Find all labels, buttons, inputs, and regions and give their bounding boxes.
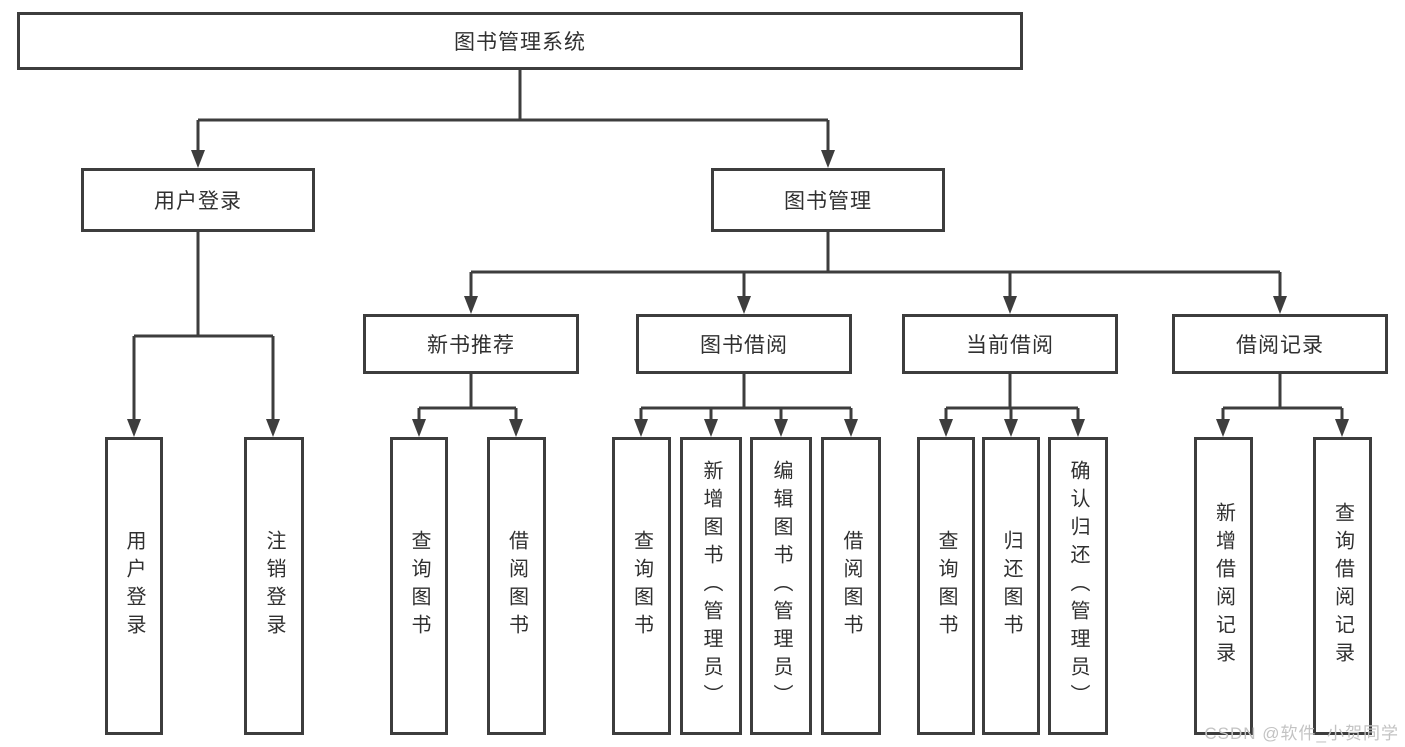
node-label: 图书管理 (784, 190, 872, 213)
csdn-watermark: CSDN @软件_小贺同学 (1204, 724, 1399, 743)
node-book-management: 图书管理 (711, 168, 945, 232)
node-user-login: 用户登录 (81, 168, 315, 232)
arrowhead-down-icon (1003, 296, 1017, 314)
leaf-label: 归还图书 (1000, 530, 1022, 642)
leaf-user-login: 用户登录 (105, 437, 163, 735)
arrowhead-down-icon (1071, 419, 1085, 437)
leaf-label: 借阅图书 (505, 530, 528, 642)
arrowhead-down-icon (1335, 419, 1349, 437)
arrowhead-down-icon (1004, 419, 1018, 437)
node-label: 用户登录 (154, 190, 242, 213)
node-book-borrow: 图书借阅 (636, 314, 852, 374)
arrowhead-down-icon (821, 150, 835, 168)
node-current-borrow: 当前借阅 (902, 314, 1118, 374)
node-label: 借阅记录 (1236, 334, 1324, 357)
leaf-label: 新增借阅记录 (1212, 502, 1235, 670)
leaf-borrow-books-2: 借阅图书 (821, 437, 881, 735)
arrowhead-down-icon (191, 150, 205, 168)
arrowhead-down-icon (464, 296, 478, 314)
leaf-return-book: 归还图书 (982, 437, 1040, 735)
node-new-book-recommend: 新书推荐 (363, 314, 579, 374)
leaf-borrow-books: 借阅图书 (487, 437, 546, 735)
node-label: 当前借阅 (966, 334, 1054, 357)
arrowhead-down-icon (127, 419, 141, 437)
node-label: 图书管理系统 (454, 31, 586, 54)
arrowhead-down-icon (1216, 419, 1230, 437)
arrowhead-down-icon (266, 419, 280, 437)
node-label: 新书推荐 (427, 334, 515, 357)
leaf-label: 确认归还（管理员） (1067, 460, 1089, 712)
leaf-add-book-admin: 新增图书（管理员） (680, 437, 742, 735)
leaf-label: 查询借阅记录 (1331, 502, 1354, 670)
leaf-logout-login: 注销登录 (244, 437, 304, 735)
node-library-system: 图书管理系统 (17, 12, 1023, 70)
arrowhead-down-icon (737, 296, 751, 314)
leaf-query-books-3: 查询图书 (917, 437, 975, 735)
arrowhead-down-icon (1273, 296, 1287, 314)
arrowhead-down-icon (509, 419, 523, 437)
leaf-label: 借阅图书 (840, 530, 862, 642)
leaf-label: 注销登录 (263, 530, 285, 642)
node-borrow-records: 借阅记录 (1172, 314, 1388, 374)
leaf-label: 新增图书（管理员） (700, 460, 722, 712)
leaf-label: 查询图书 (630, 530, 653, 642)
leaf-query-books-2: 查询图书 (612, 437, 671, 735)
node-label: 图书借阅 (700, 334, 788, 357)
leaf-query-books: 查询图书 (390, 437, 448, 735)
arrowhead-down-icon (939, 419, 953, 437)
arrowhead-down-icon (634, 419, 648, 437)
leaf-label: 查询图书 (408, 530, 430, 642)
leaf-add-borrow-record: 新增借阅记录 (1194, 437, 1253, 735)
leaf-query-borrow-record: 查询借阅记录 (1313, 437, 1372, 735)
arrowhead-down-icon (704, 419, 718, 437)
leaf-label: 查询图书 (935, 530, 957, 642)
arrowhead-down-icon (774, 419, 788, 437)
leaf-label: 用户登录 (123, 530, 145, 642)
leaf-edit-book-admin: 编辑图书（管理员） (750, 437, 812, 735)
arrowhead-down-icon (844, 419, 858, 437)
arrowhead-down-icon (412, 419, 426, 437)
leaf-label: 编辑图书（管理员） (770, 460, 792, 712)
leaf-confirm-return-admin: 确认归还（管理员） (1048, 437, 1108, 735)
